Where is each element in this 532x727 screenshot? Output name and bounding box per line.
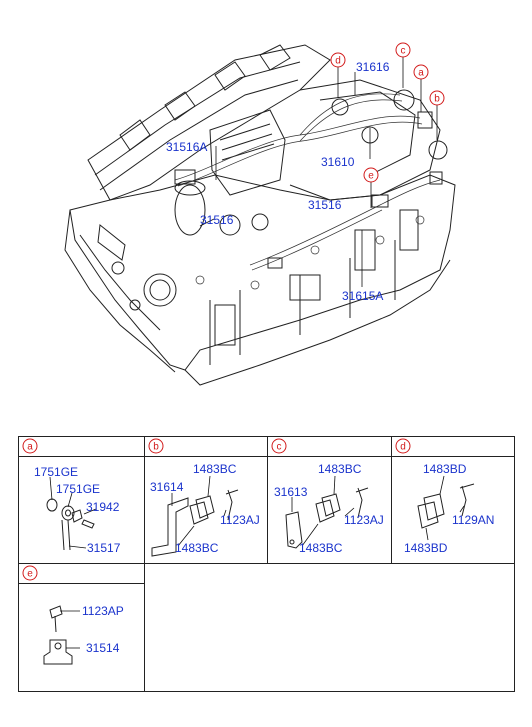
- svg-text:e: e: [368, 171, 374, 182]
- callout-e-top: e: [363, 167, 379, 183]
- box-b-parts: 1483BC 31614 1123AJ 1483BC: [150, 462, 260, 557]
- svg-text:e: e: [27, 569, 33, 580]
- box-d-label-1483bd-top: 1483BD: [423, 462, 467, 476]
- box-d-parts: 1483BD 1129AN 1483BD: [404, 462, 494, 555]
- engine-block-illustration: [64, 44, 456, 386]
- box-a-tag: a: [22, 438, 38, 454]
- box-c-label-1123aj: 1123AJ: [344, 513, 384, 527]
- box-c-parts: 1483BC 31613 1123AJ 1483BC: [274, 462, 384, 555]
- box-d-label-1483bd-bottom: 1483BD: [404, 541, 448, 555]
- callout-d-top: d: [330, 52, 346, 68]
- svg-text:a: a: [27, 442, 33, 453]
- svg-text:c: c: [277, 442, 282, 453]
- part-label-31610: 31610: [321, 155, 355, 169]
- part-label-31516a: 31516A: [166, 140, 207, 154]
- part-label-31615a: 31615A: [342, 289, 383, 303]
- part-label-31616: 31616: [356, 60, 390, 74]
- box-a-label-31942: 31942: [86, 500, 120, 514]
- box-e-tag: e: [22, 565, 38, 581]
- callout-b-top: b: [429, 90, 445, 106]
- box-c-label-31613: 31613: [274, 485, 308, 499]
- box-b-label-31614: 31614: [150, 480, 184, 494]
- box-b-label-1123aj: 1123AJ: [220, 513, 260, 527]
- box-a-label-1751ge-2: 1751GE: [56, 482, 100, 496]
- svg-text:d: d: [400, 442, 406, 453]
- box-b-label-1483bc-top: 1483BC: [193, 462, 237, 476]
- part-label-31516-right: 31516: [308, 198, 342, 212]
- box-a-parts: 1751GE 1751GE 31942 31517: [34, 465, 121, 555]
- callout-a-top: a: [413, 64, 429, 80]
- box-a-label-31517: 31517: [87, 541, 121, 555]
- box-b-label-1483bc-bottom: 1483BC: [175, 541, 219, 555]
- svg-text:b: b: [434, 94, 440, 105]
- callout-c-top: c: [395, 42, 411, 58]
- box-c-tag: c: [271, 438, 287, 454]
- svg-text:b: b: [153, 442, 159, 453]
- box-c-label-1483bc-top: 1483BC: [318, 462, 362, 476]
- box-e-parts: 1123AP 31514: [43, 604, 124, 665]
- part-label-31516-left: 31516: [200, 213, 234, 227]
- svg-text:d: d: [335, 56, 341, 67]
- box-b-tag: b: [148, 438, 164, 454]
- svg-text:a: a: [418, 68, 424, 79]
- box-d-label-1129an: 1129AN: [452, 513, 494, 527]
- leader-lines: [199, 56, 438, 287]
- box-c-label-1483bc-bottom: 1483BC: [299, 541, 343, 555]
- detail-table-grid: [18, 436, 515, 692]
- box-a-label-1751ge-1: 1751GE: [34, 465, 78, 479]
- box-d-tag: d: [395, 438, 411, 454]
- box-e-label-31514: 31514: [86, 641, 120, 655]
- svg-text:c: c: [401, 46, 406, 57]
- box-e-label-1123ap: 1123AP: [82, 604, 124, 618]
